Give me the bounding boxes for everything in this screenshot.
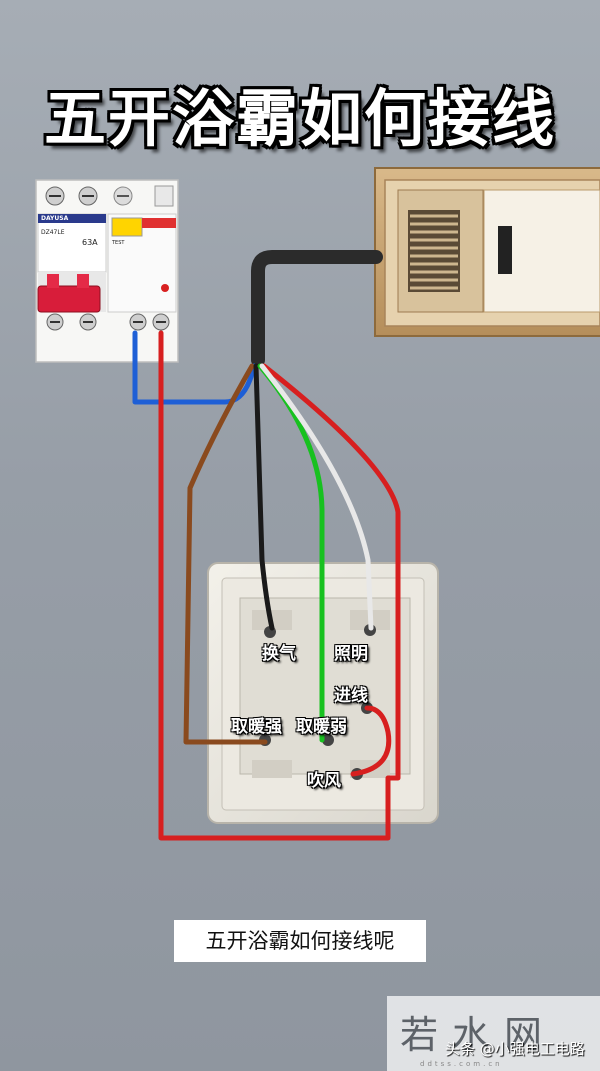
- watermark-source: 头条 @小强电工电路: [445, 1040, 585, 1058]
- watermark-logo: 若水网: [400, 1013, 557, 1057]
- wire-brown: [183, 363, 268, 745]
- heater-vent-grille: [408, 210, 460, 292]
- label-heat-weak: 取暖弱: [296, 717, 347, 737]
- watermark-box: [387, 996, 600, 1071]
- breaker-test-label: TEST: [112, 240, 125, 246]
- circuit-breaker: [35, 179, 179, 363]
- wire-blue-neutral: [132, 330, 257, 405]
- heater-cable: [251, 250, 383, 367]
- watermark-url: ddtss.com.cn: [420, 1060, 503, 1068]
- wire-red-live: [158, 330, 401, 841]
- label-line-in: 进线: [334, 686, 368, 706]
- page-title: 五开浴霸如何接线: [43, 82, 556, 155]
- subtitle-caption: 五开浴霸如何接线呢: [174, 920, 426, 962]
- bath-heater: [374, 167, 600, 337]
- breaker-rating: 63A: [82, 238, 98, 247]
- breaker-model: DZ47LE: [41, 229, 65, 236]
- label-lighting: 照明: [334, 644, 368, 664]
- wires: [132, 250, 401, 841]
- heater-indicator: [498, 226, 512, 274]
- wire-red-blow: [350, 705, 392, 777]
- label-heat-strong: 取暖强: [231, 717, 282, 737]
- wire-black: [253, 363, 275, 631]
- wire-white: [259, 363, 374, 631]
- label-blow: 吹风: [307, 771, 341, 791]
- label-ventilation: 换气: [262, 644, 296, 664]
- breaker-brand: DAYUSA: [41, 215, 69, 222]
